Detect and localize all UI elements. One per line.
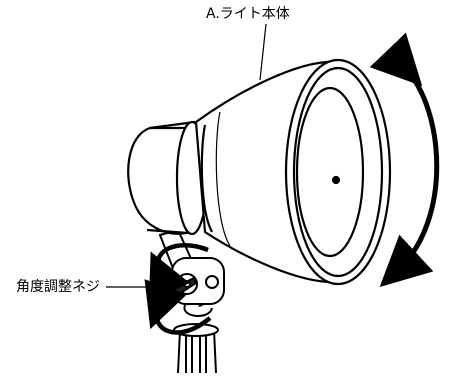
adjust-knob-label: 角度調整ネジ — [16, 279, 100, 295]
bracket — [158, 228, 225, 317]
rotation-arrow-icon — [369, 32, 440, 288]
leader-line-body — [259, 23, 267, 81]
rotation-arrow-icon — [144, 243, 212, 335]
light-body — [127, 58, 392, 286]
light-body-label: A.ライト本体 — [206, 6, 290, 22]
